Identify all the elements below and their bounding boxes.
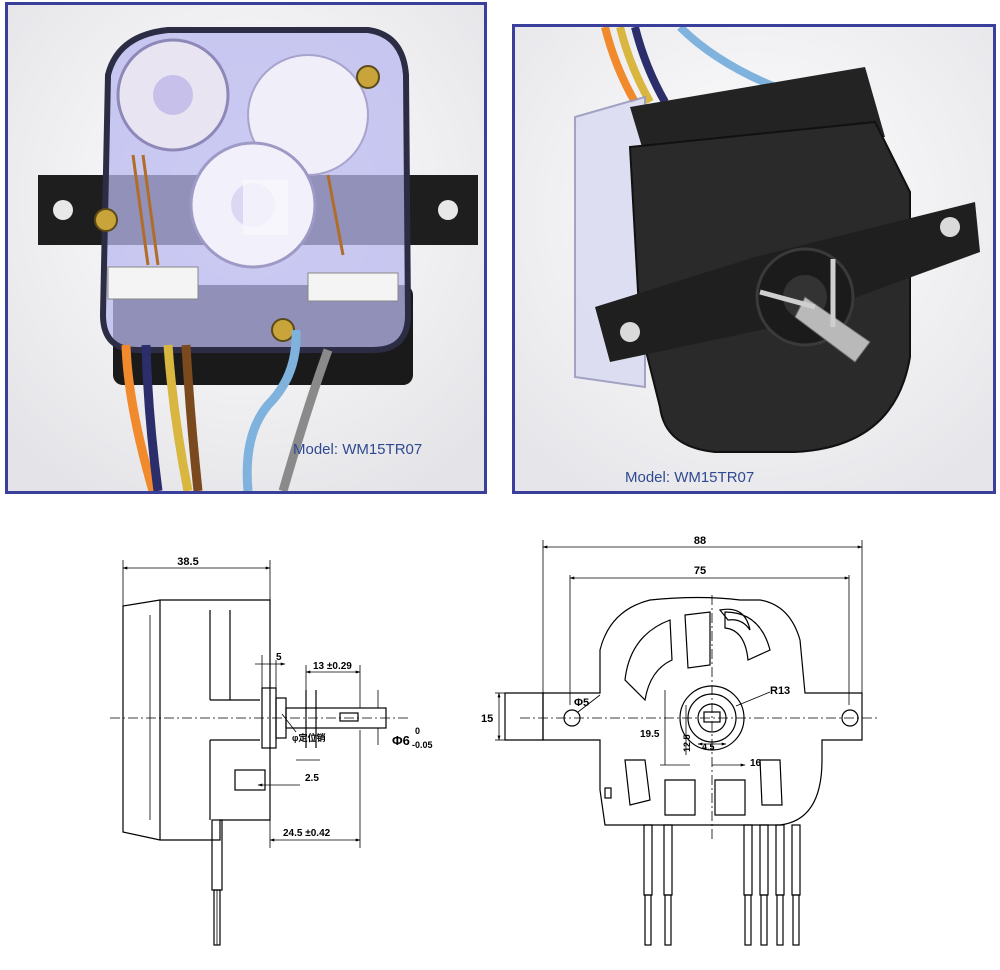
timer-black-illustration	[515, 27, 993, 491]
dim-hole-dia: Φ5	[574, 697, 589, 709]
photo-black-timer: Model: WM15TR07	[512, 24, 996, 494]
dim-collar: 5	[276, 652, 282, 663]
wire-orange	[121, 344, 158, 491]
terminal-pins-left	[643, 824, 673, 946]
wire-blue	[677, 27, 777, 91]
dim-body-to-shaft: 24.5 ±0.42	[283, 828, 331, 839]
wire-yellow	[616, 27, 654, 104]
dim-small-horiz: 4.5	[702, 742, 715, 752]
dim-horiz-offset: 16	[750, 758, 762, 769]
wire-orange	[601, 27, 639, 104]
screw-icon	[94, 208, 118, 232]
shaft	[794, 296, 871, 363]
dim-shaft-tol-lower: -0.05	[412, 740, 433, 750]
dim-hole-spacing: 75	[694, 565, 706, 577]
dim-overall-depth: 38.5	[177, 556, 198, 568]
front-view-drawing: 88 75 15 Φ5 R13	[481, 535, 880, 946]
dim-overall-width: 88	[694, 535, 706, 547]
timer-transparent-illustration	[8, 5, 484, 491]
wire-gray	[278, 348, 333, 491]
dim-shaft-length: 13 ±0.29	[313, 661, 352, 672]
screw-icon	[271, 318, 295, 342]
note-pin: φ定位销	[292, 732, 325, 743]
wire-navy	[631, 27, 669, 104]
terminal-pins-right	[743, 824, 801, 946]
wire-navy	[141, 344, 163, 491]
photo-caption: Model: WM15TR07	[293, 441, 423, 458]
dim-vert-offset: 19.5	[640, 729, 660, 740]
photo-transparent-timer: Model: WM15TR07	[5, 2, 487, 494]
wire-yellow	[163, 344, 193, 491]
dim-shaft-tol-upper: 0	[415, 726, 420, 736]
dim-pin: 2.5	[305, 773, 319, 784]
wire-brown	[181, 344, 203, 491]
side-view-drawing: 38.5 5 13 ±0.29	[110, 556, 433, 946]
screw-icon	[356, 65, 380, 89]
photo-caption: Model: WM15TR07	[625, 469, 755, 486]
dim-flange-height: 15	[481, 713, 493, 725]
dim-shaft-dia: Φ6	[392, 733, 410, 748]
dim-small-vert: 12.5	[682, 734, 692, 752]
wire-blue	[242, 329, 301, 491]
dim-radius: R13	[770, 685, 790, 697]
